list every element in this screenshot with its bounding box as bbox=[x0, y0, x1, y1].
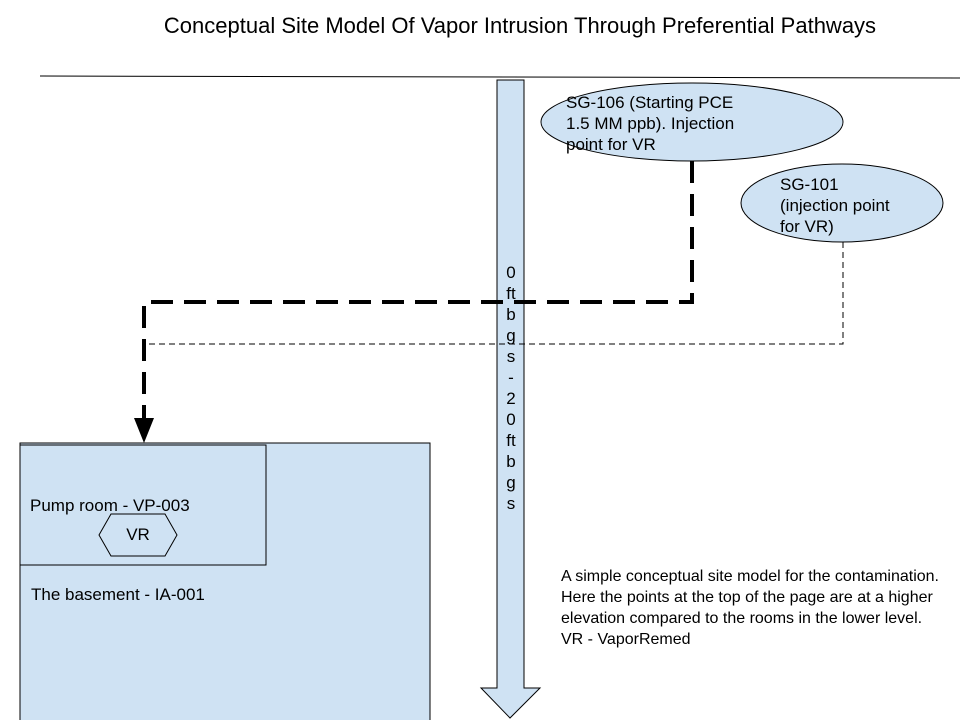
sg101-label: SG-101 (injection point for VR) bbox=[780, 174, 890, 237]
sg106-label-line: point for VR bbox=[566, 135, 656, 154]
pathway-arrowhead bbox=[134, 418, 154, 443]
depth-char: ft bbox=[506, 431, 516, 450]
vr-unit-label: VR bbox=[126, 525, 150, 544]
vr-unit-hexagon bbox=[98, 513, 178, 557]
depth-char: s bbox=[506, 347, 516, 366]
sg101-label-line: for VR) bbox=[780, 217, 834, 236]
depth-char: 0 bbox=[506, 410, 516, 429]
depth-char: s bbox=[506, 494, 516, 513]
depth-arrow bbox=[479, 79, 542, 719]
sg101-pathway bbox=[144, 242, 844, 345]
depth-char: b bbox=[506, 305, 516, 324]
sg101-label-line: (injection point bbox=[780, 196, 890, 215]
depth-char: g bbox=[506, 326, 516, 345]
basement-label: The basement - IA-001 bbox=[31, 585, 205, 604]
depth-char: b bbox=[506, 452, 516, 471]
diagram-note: A simple conceptual site model for the c… bbox=[561, 568, 939, 648]
sg106-label-line: 1.5 MM ppb). Injection bbox=[566, 114, 735, 133]
pump-room-label: Pump room - VP-003 bbox=[30, 496, 190, 515]
sg106-pathway bbox=[142, 161, 694, 420]
sg101-label-line: SG-101 bbox=[780, 175, 839, 194]
ground-surface-line bbox=[39, 75, 960, 79]
sg106-label-line: SG-106 (Starting PCE bbox=[566, 93, 734, 112]
depth-char: 0 bbox=[506, 263, 516, 282]
sg106-label: SG-106 (Starting PCE 1.5 MM ppb). Inject… bbox=[566, 92, 734, 155]
diagram-title: Conceptual Site Model Of Vapor Intrusion… bbox=[163, 13, 877, 38]
depth-char: - bbox=[508, 368, 514, 387]
depth-char: 2 bbox=[506, 389, 516, 408]
depth-label: 0 ft b g s - 2 0 ft b g s bbox=[497, 262, 525, 514]
sg101-ellipse bbox=[740, 163, 944, 243]
depth-char: ft bbox=[506, 284, 516, 303]
depth-char: g bbox=[506, 473, 516, 492]
